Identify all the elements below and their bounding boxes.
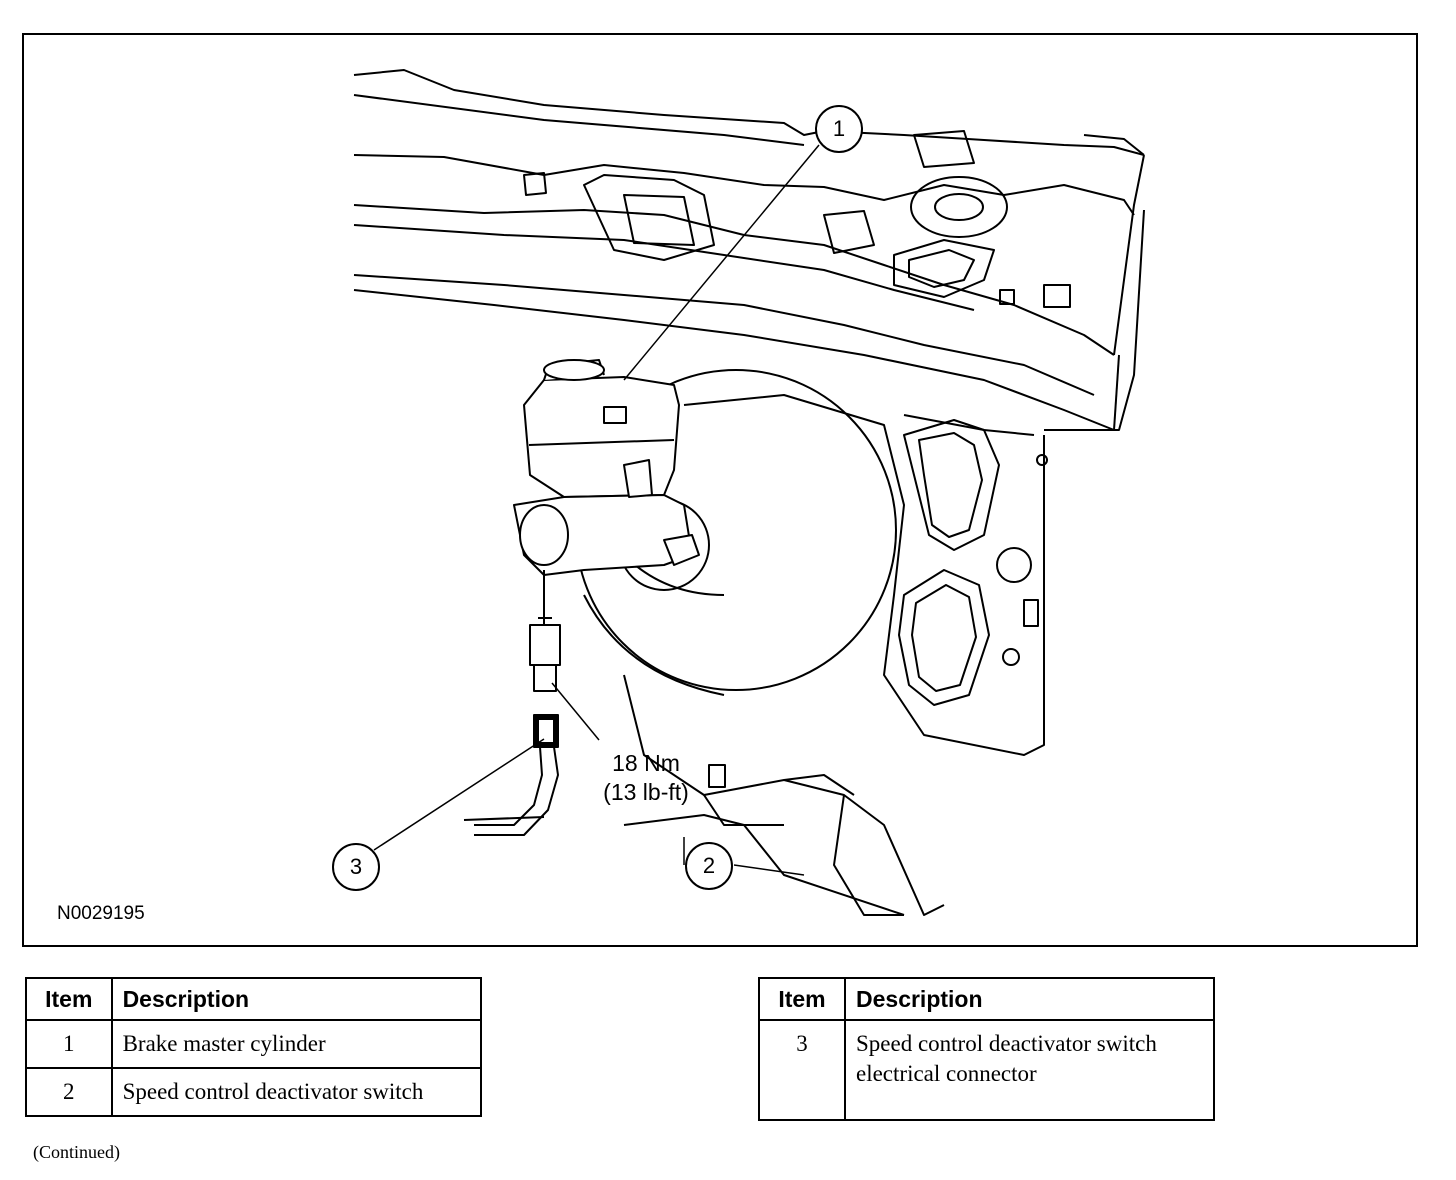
item-column-header: Item: [25, 977, 113, 1021]
figure-code: N0029195: [57, 903, 145, 924]
leader-lines: [373, 144, 820, 876]
legend-header-row: Item Description: [25, 977, 483, 1021]
table-row: 3 Speed control deactivator switch elect…: [758, 1019, 1215, 1121]
legend-table-left: Item Description 1 Brake master cylinder…: [25, 977, 483, 1117]
description-column-header: Description: [844, 977, 1215, 1021]
component-drawing: [353, 69, 1145, 916]
table-row: 2 Speed control deactivator switch: [25, 1067, 483, 1117]
firewall-panel: [463, 394, 1048, 916]
cowl-panel: [353, 69, 1145, 431]
item-description: Speed control deactivator switch electri…: [844, 1019, 1215, 1121]
callout-1: 1: [815, 105, 863, 153]
item-number: 3: [758, 1019, 846, 1121]
torque-lbft: (13 lb-ft): [603, 779, 689, 805]
callout-2: 2: [685, 842, 733, 890]
item-number: 1: [25, 1019, 113, 1069]
torque-nm: 18 Nm: [612, 750, 680, 776]
item-description: Speed control deactivator switch: [110, 1067, 483, 1117]
item-description: Brake master cylinder: [110, 1019, 483, 1069]
legend-header-row: Item Description: [758, 977, 1215, 1021]
table-row: 1 Brake master cylinder: [25, 1019, 483, 1069]
deactivator-switch: [529, 570, 561, 692]
item-number: 2: [25, 1067, 113, 1117]
electrical-connector: [474, 714, 559, 836]
continued-note: (Continued): [33, 1142, 120, 1162]
brake-master-cylinder: [513, 359, 700, 576]
illustration-frame: 1 2 3 18 Nm (13 lb-ft) N0029195: [22, 33, 1418, 947]
legend-table-right: Item Description 3 Speed control deactiv…: [758, 977, 1215, 1121]
callout-3: 3: [332, 843, 380, 891]
torque-spec: 18 Nm (13 lb-ft): [576, 749, 716, 807]
item-column-header: Item: [758, 977, 846, 1021]
description-column-header: Description: [110, 977, 483, 1021]
